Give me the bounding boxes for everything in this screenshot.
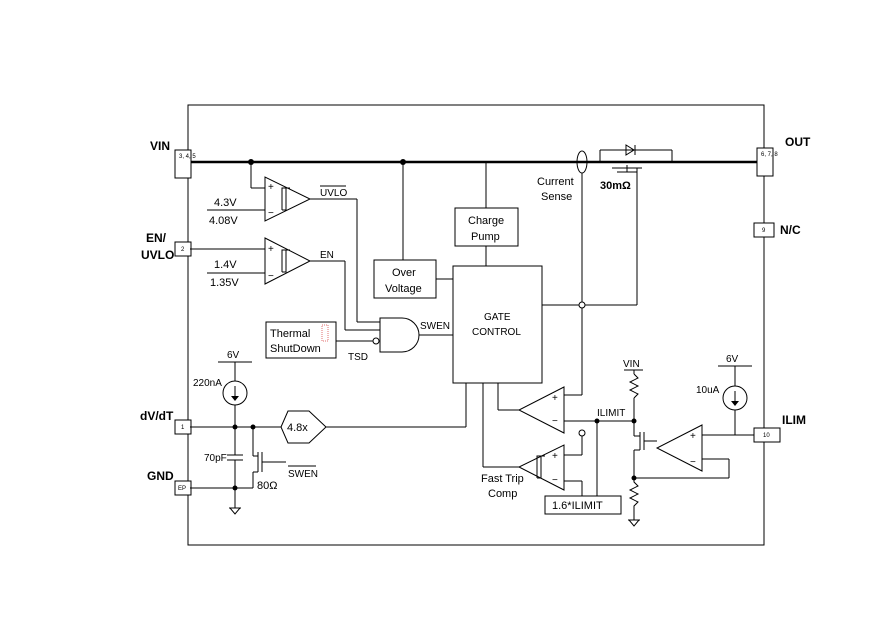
res-label: 80Ω	[257, 480, 277, 492]
svg-text:+: +	[268, 244, 274, 255]
pin-out-label: OUT	[785, 135, 811, 149]
cap-label: 70pF	[204, 453, 227, 464]
over-voltage-block: Over Voltage	[373, 162, 453, 299]
pin-gnd-number: EP	[178, 486, 186, 492]
thermal-label-1: Thermal	[270, 328, 310, 340]
pin-out: 6, 7, 8 OUT	[756, 135, 811, 177]
current-10ua-label: 10uA	[696, 385, 720, 396]
ilim-amplifier: + −	[655, 424, 754, 472]
gate-control-label-1: GATE	[484, 312, 511, 323]
current-sense-label-2: Sense	[541, 191, 572, 203]
dvdt-network: 6V 220nA 70pF SWEN 80Ω	[190, 350, 318, 515]
charge-pump-label-1: Charge	[468, 215, 504, 227]
svg-text:−: −	[552, 416, 558, 427]
en-output-label: EN	[320, 250, 334, 261]
pin-en-label: EN/	[146, 231, 167, 245]
pin-en-number: 2	[181, 247, 185, 253]
ilim-network: VIN	[623, 359, 730, 527]
ilimit-scale-block: 1.6*ILIMIT	[544, 421, 622, 515]
pin-vin-label: VIN	[150, 139, 170, 153]
ilimit-label: ILIMIT	[597, 408, 625, 419]
thermal-label-2: ShutDown	[270, 343, 321, 355]
current-220na-label: 220nA	[193, 378, 222, 389]
pin-out-number: 6, 7, 8	[761, 152, 778, 158]
fast-trip-label-2: Comp	[488, 488, 517, 500]
en-comparator: + − 1.4V 1.35V EN	[190, 237, 345, 289]
pass-mosfet: 30mΩ	[599, 144, 673, 305]
svg-text:+: +	[552, 393, 558, 404]
pin-uvlo-label: UVLO	[141, 248, 174, 262]
pin-nc: 9 N/C	[753, 222, 801, 238]
uvlo-output-label: UVLO	[320, 188, 347, 199]
gate-control-label-2: CONTROL	[472, 327, 521, 338]
pin-ilim-number: 10	[763, 433, 770, 439]
en-ref-high: 1.4V	[214, 259, 237, 271]
over-voltage-label-1: Over	[392, 267, 416, 279]
current-limit-comparator: + − ILIMIT	[497, 383, 637, 434]
current-source-10ua: 6V 10uA	[696, 354, 752, 435]
uvlo-comparator: + − 4.3V 4.08V UVLO	[207, 162, 357, 227]
uvlo-ref-high: 4.3V	[214, 197, 237, 209]
pin-nc-label: N/C	[780, 223, 801, 237]
svg-text:+: +	[690, 431, 696, 442]
gain-buffer: 4.8x	[280, 383, 467, 444]
pin-dvdt-number: 1	[181, 425, 185, 431]
svg-text:−: −	[268, 271, 274, 282]
and-gate: SWEN	[372, 317, 453, 353]
svg-text:−: −	[690, 457, 696, 468]
chip-outline	[187, 104, 765, 546]
swen-label: SWEN	[420, 321, 450, 332]
pin-ilim-label: ILIM	[782, 413, 806, 427]
mosfet-resistance: 30mΩ	[600, 180, 631, 192]
pin-vin-number: 3, 4, 5	[179, 154, 196, 160]
six-v-right-label: 6V	[726, 354, 739, 365]
current-sense-label: Current	[537, 176, 574, 188]
pin-vin: 3, 4, 5 VIN	[150, 139, 196, 179]
svg-text:−: −	[552, 475, 558, 486]
en-ref-low: 1.35V	[210, 277, 239, 289]
vin-rail-label: VIN	[623, 359, 640, 370]
fast-trip-comparator: + − Fast Trip Comp	[481, 383, 586, 500]
pin-en-uvlo: 2 EN/ UVLO	[141, 231, 192, 262]
uvlo-ref-low: 4.08V	[209, 215, 238, 227]
pin-nc-number: 9	[762, 228, 766, 234]
charge-pump-block: Charge Pump	[454, 162, 519, 266]
thermometer-icon	[321, 324, 329, 342]
pin-gnd-label: GND	[147, 469, 174, 483]
fast-trip-label-1: Fast Trip	[481, 473, 524, 485]
thermal-shutdown-block: Thermal ShutDown TSD	[265, 321, 373, 363]
svg-text:−: −	[268, 208, 274, 219]
pin-dvdt: 1 dV/dT	[140, 409, 192, 435]
over-voltage-label-2: Voltage	[385, 283, 422, 295]
gate-control-block: GATE CONTROL	[452, 265, 637, 384]
six-v-left-label: 6V	[227, 350, 240, 361]
pin-dvdt-label: dV/dT	[140, 409, 174, 423]
charge-pump-label-2: Pump	[471, 231, 500, 243]
svg-text:+: +	[552, 451, 558, 462]
gain-label: 4.8x	[287, 422, 308, 434]
tsd-label: TSD	[348, 352, 368, 363]
pin-ilim: 10 ILIM	[753, 413, 806, 443]
pin-gnd: EP GND	[147, 469, 192, 496]
svg-text:+: +	[268, 182, 274, 193]
swen-bar-label: SWEN	[288, 469, 318, 480]
ilimit-scale-label: 1.6*ILIMIT	[552, 500, 603, 512]
